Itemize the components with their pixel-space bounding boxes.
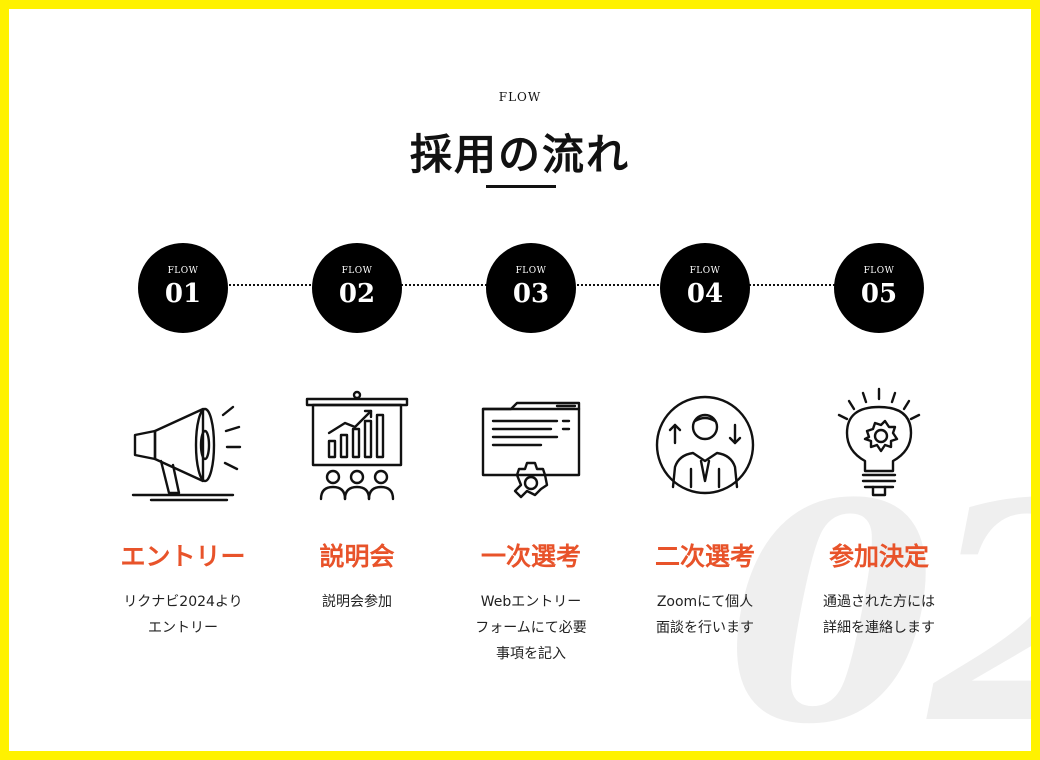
step-badge-number: 04 <box>686 279 724 309</box>
step-description: 通過された方には 詳細を連絡します <box>792 589 966 641</box>
step-description: Webエントリー フォームにて必要 事項を記入 <box>444 589 618 667</box>
step-badge-label: FLOW <box>689 266 721 276</box>
flow-step-1: FLOW 01 エントリー リクナビ2024より エントリー <box>96 9 270 749</box>
step-description: リクナビ2024より エントリー <box>96 589 270 641</box>
step-badge-number: 02 <box>338 279 376 309</box>
flow-step-2: FLOW 02 説明会 <box>270 9 444 749</box>
section-eyebrow: FLOW <box>498 90 542 104</box>
step-description-line: Zoomにて個人 <box>656 594 754 610</box>
step-description-line: Webエントリー <box>480 594 582 610</box>
section-title: 採用の流れ <box>409 130 630 179</box>
flow-step-5: FLOW 05 参加決定 通過された方には <box>792 9 966 749</box>
step-description-line: リクナビ2024より <box>123 594 243 610</box>
step-title: 一次選考 <box>480 542 581 571</box>
background-number-watermark: 02 <box>727 437 1031 760</box>
step-description: Zoomにて個人 面談を行います <box>618 589 792 641</box>
step-description-line: 説明会参加 <box>322 594 392 610</box>
step-badge: FLOW 01 <box>138 243 228 333</box>
step-title: エントリー <box>120 542 246 571</box>
step-description-line: 通過された方には <box>823 594 935 610</box>
step-badge: FLOW 02 <box>312 243 402 333</box>
step-description-line: フォームにて必要 <box>475 620 587 636</box>
step-title: 二次選考 <box>654 542 755 571</box>
step-badge-label: FLOW <box>341 266 373 276</box>
step-badge-number: 03 <box>512 279 550 309</box>
step-description-line: 詳細を連絡します <box>823 620 935 636</box>
step-badge-label: FLOW <box>515 266 547 276</box>
web-form-icon <box>471 385 591 505</box>
step-badge-label: FLOW <box>167 266 199 276</box>
step-description: 説明会参加 <box>270 589 444 615</box>
lightbulb-icon <box>819 385 939 505</box>
interview-icon <box>645 385 765 505</box>
megaphone-icon <box>123 385 243 505</box>
step-description-line: 事項を記入 <box>496 646 566 662</box>
title-underline <box>486 185 556 188</box>
flow-step-3: FLOW 03 一次選考 Webエントリー フォームにて必要 <box>444 9 618 749</box>
presentation-icon <box>297 385 417 505</box>
step-badge: FLOW 04 <box>660 243 750 333</box>
step-badge: FLOW 05 <box>834 243 924 333</box>
step-badge: FLOW 03 <box>486 243 576 333</box>
step-title: 説明会 <box>319 542 395 571</box>
step-title: 参加決定 <box>828 542 929 571</box>
step-badge-number: 01 <box>164 279 202 309</box>
step-description-line: エントリー <box>148 620 218 636</box>
step-description-line: 面談を行います <box>656 620 754 636</box>
flow-step-4: FLOW 04 二次選考 Zoomにて個人 面談を行います <box>618 9 792 749</box>
step-badge-number: 05 <box>860 279 898 309</box>
step-badge-label: FLOW <box>863 266 895 276</box>
